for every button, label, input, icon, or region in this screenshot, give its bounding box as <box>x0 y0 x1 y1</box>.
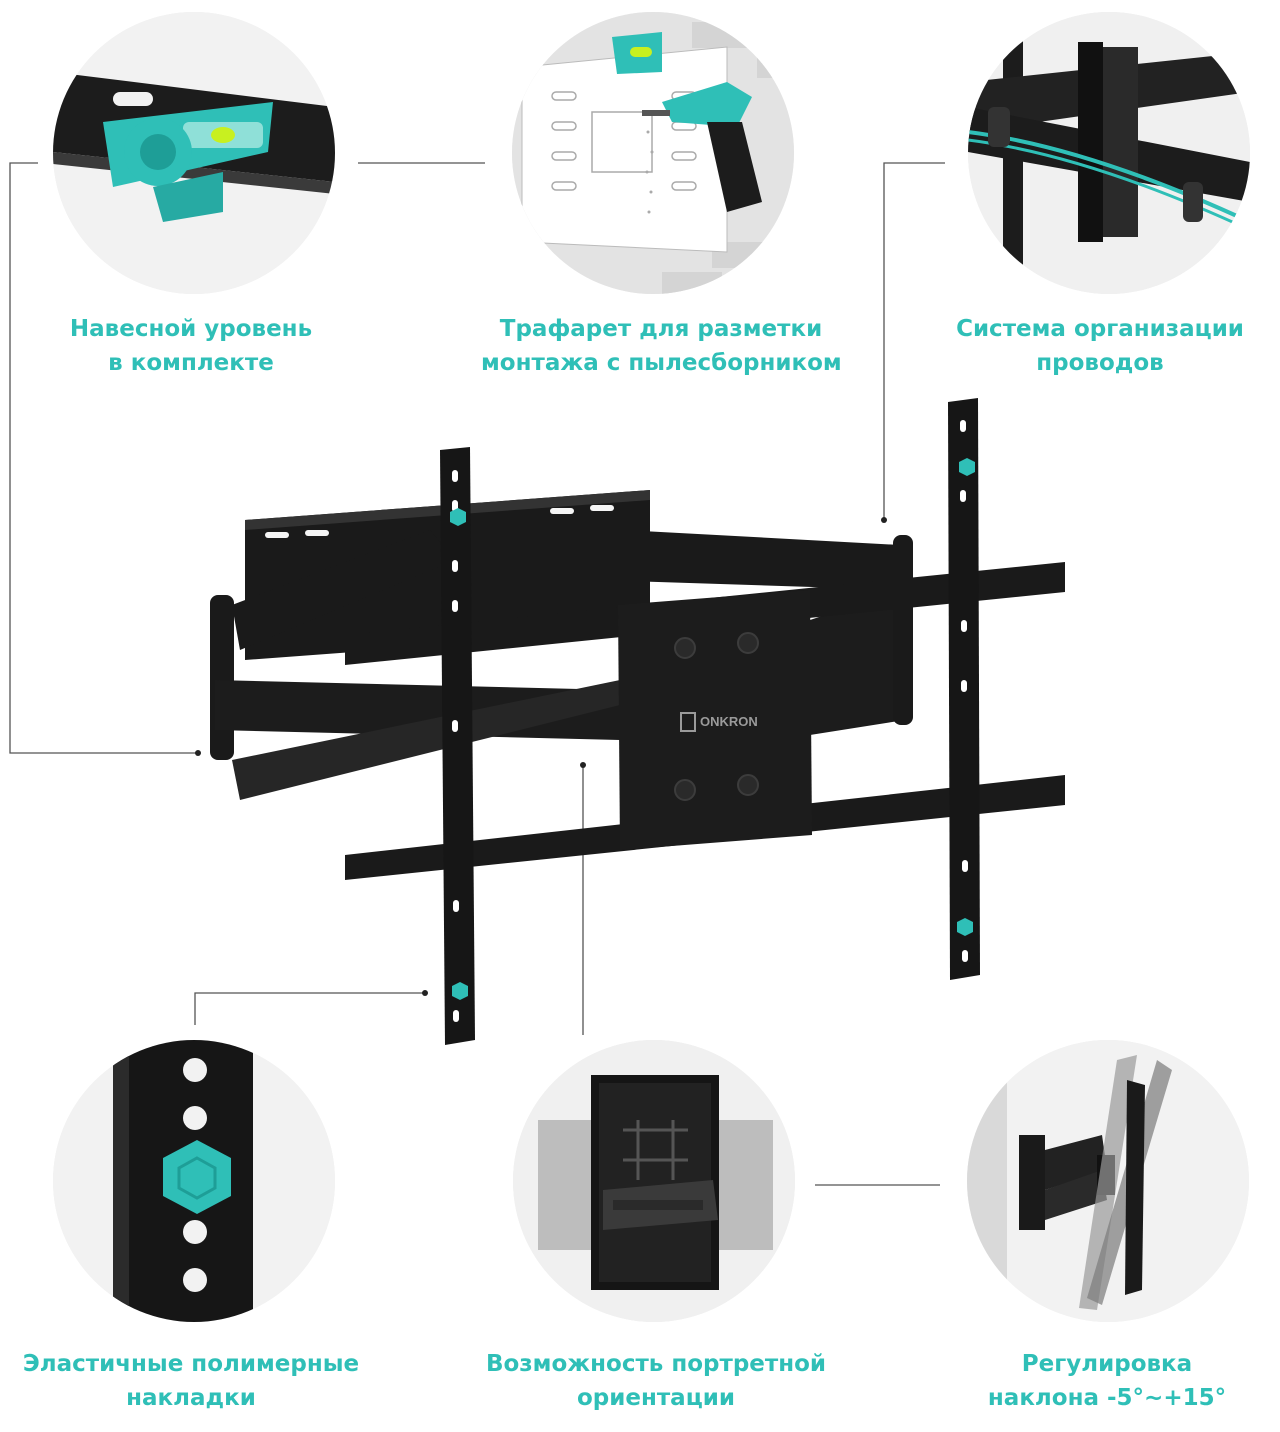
feature-circle-template <box>512 12 794 294</box>
feature-circle-pads <box>53 1040 335 1322</box>
caption-template: Трафарет для разметки монтажа с пылесбор… <box>481 316 842 376</box>
caption-tilt: Регулировка наклона -5°~+15° <box>987 1351 1227 1411</box>
connector-level <box>9 162 198 754</box>
portrait-orientation-icon <box>513 1040 795 1322</box>
feature-circle-tilt <box>967 1040 1249 1322</box>
onkron-logo-icon <box>680 712 696 732</box>
caption-pads: Эластичные полимерные накладки <box>22 1351 360 1411</box>
bubble-level-icon <box>53 12 335 294</box>
cable-management-icon <box>968 12 1250 294</box>
connector-pads <box>194 992 425 1025</box>
caption-cables: Система организации проводов <box>956 316 1244 376</box>
feature-circle-portrait <box>513 1040 795 1322</box>
arm-upper-left <box>232 530 455 650</box>
feature-circle-level <box>53 12 335 294</box>
arm-upper-right <box>440 520 905 590</box>
polymer-pad-icon <box>53 1040 335 1322</box>
feature-circle-cables <box>968 12 1250 294</box>
wall-hinge <box>210 595 234 760</box>
vesa-plate <box>618 590 812 850</box>
caption-portrait: Возможность портретной ориентации <box>485 1351 827 1411</box>
drilling-template-icon <box>512 12 794 294</box>
vertical-strip-left <box>440 447 475 1045</box>
brand-label: ONKRON <box>700 714 758 729</box>
caption-level: Навесной уровень в комплекте <box>69 316 313 376</box>
tilt-adjustment-icon <box>967 1040 1249 1322</box>
connector-cables <box>883 162 945 520</box>
